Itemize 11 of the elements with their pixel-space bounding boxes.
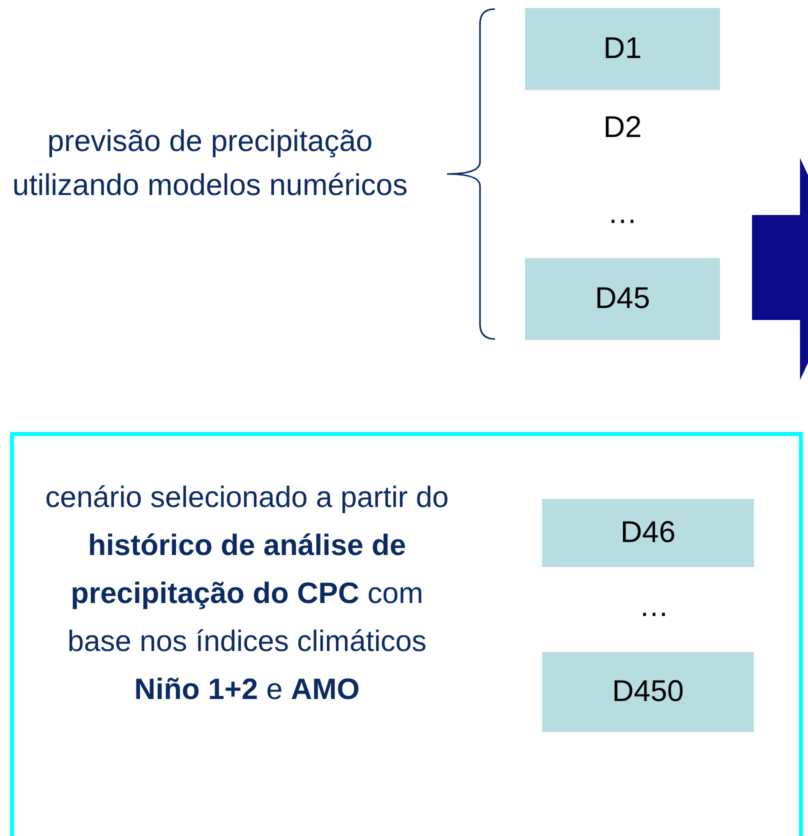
dataset-box: D450 bbox=[542, 652, 754, 732]
description-text: previsão de precipitação utilizando modelos numéricos bbox=[11, 124, 409, 204]
list-item-text: … bbox=[606, 196, 638, 232]
list-item-text: D2 bbox=[602, 110, 643, 146]
scenario-description: cenário selecionado a partir do histórico de análise de precipitação do CPC com base nos índices climáticos Niño 1+2 e AMO bbox=[44, 480, 450, 708]
dataset-box: D45 bbox=[525, 258, 720, 340]
dataset-box: D46 bbox=[542, 499, 754, 567]
dataset-box: D1 bbox=[525, 8, 720, 90]
list-item-text: … bbox=[638, 589, 670, 625]
highlight-panel bbox=[10, 432, 803, 836]
block-arrow bbox=[752, 158, 808, 380]
